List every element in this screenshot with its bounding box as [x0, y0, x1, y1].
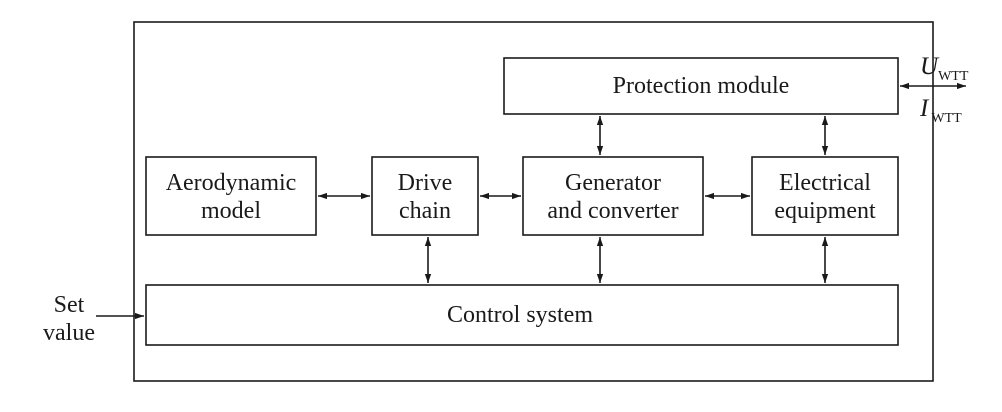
aerodynamic-model-label-line2: model — [201, 198, 261, 224]
drive-chain-label-line2: chain — [399, 198, 451, 224]
electrical-equipment-label-line1: Electrical — [779, 170, 871, 196]
generator-converter-label-line1: Generator — [565, 170, 661, 196]
electrical-equipment-label-line2: equipment — [774, 198, 876, 224]
aerodynamic-model-block: Aerodynamic model — [145, 156, 317, 236]
drive-chain-block: Drive chain — [371, 156, 479, 236]
control-system-label: Control system — [447, 302, 593, 328]
set-value-label-line2: value — [43, 320, 95, 346]
electrical-equipment-block: Electrical equipment — [751, 156, 899, 236]
aerodynamic-model-label-line1: Aerodynamic — [166, 170, 297, 196]
generator-converter-label-line2: and converter — [547, 198, 678, 224]
control-system-block: Control system — [145, 284, 899, 346]
system-frame — [133, 21, 934, 382]
voltage-output-label: UWTT — [920, 53, 969, 84]
protection-module-label: Protection module — [613, 73, 790, 99]
protection-module-block: Protection module — [503, 57, 899, 115]
generator-converter-block: Generator and converter — [522, 156, 704, 236]
set-value-label-line1: Set — [54, 292, 85, 318]
drive-chain-label-line1: Drive — [398, 170, 453, 196]
